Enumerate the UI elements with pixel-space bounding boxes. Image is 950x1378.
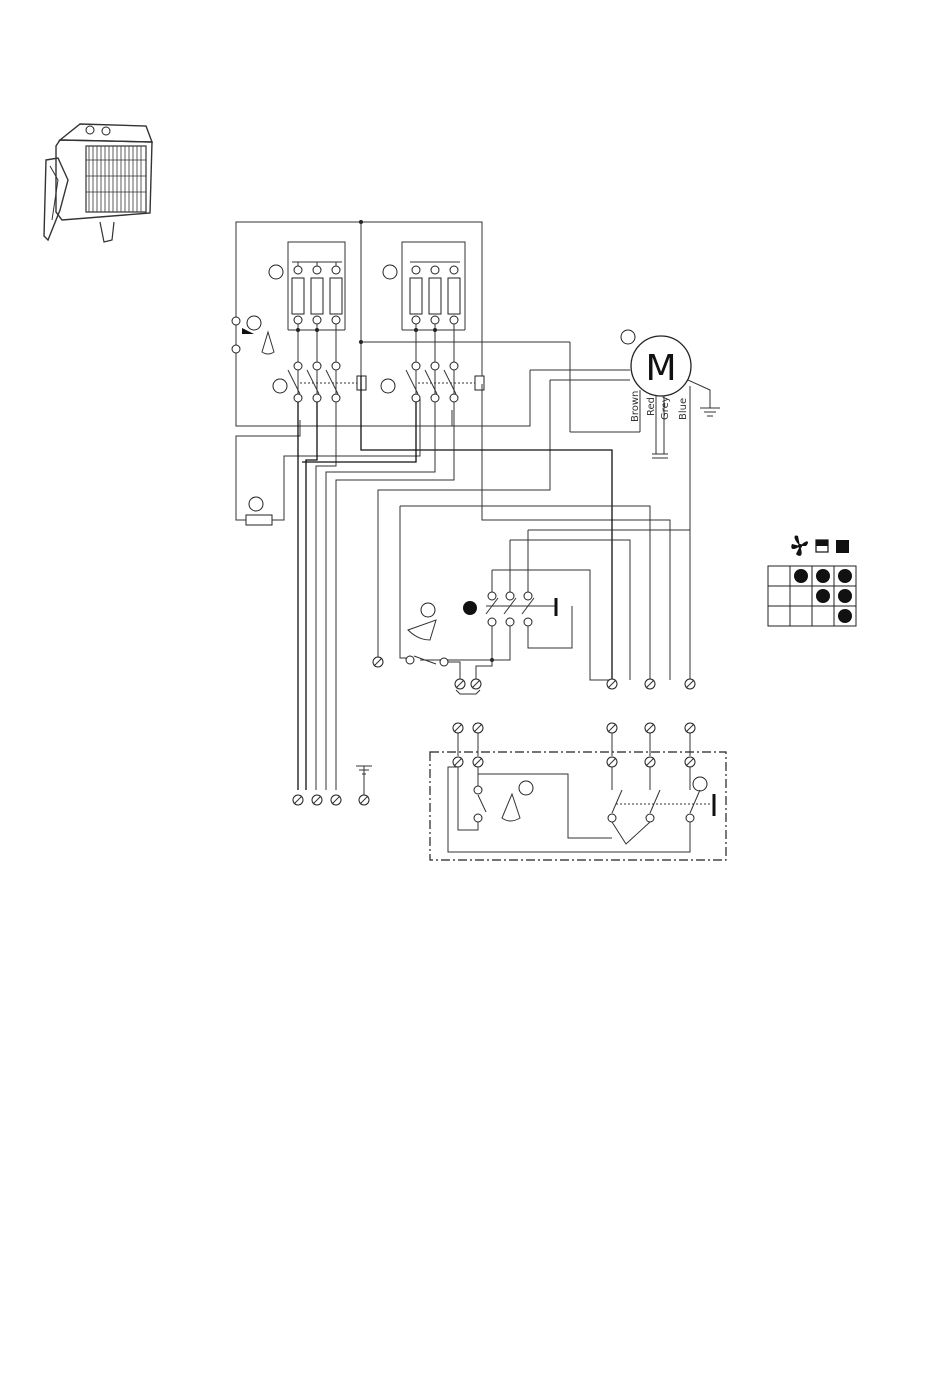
full-heat-icon <box>836 540 849 553</box>
wire-label-blue: Blue <box>678 398 689 420</box>
legend-dot <box>794 569 808 583</box>
motor-symbol: M <box>645 348 676 389</box>
remote-control-unit <box>430 723 726 860</box>
room-thermostat <box>406 603 492 680</box>
heating-element-group-1 <box>269 242 345 398</box>
main-terminal-block <box>293 766 372 805</box>
legend-dot <box>838 589 852 603</box>
wire-label-grey: Grey <box>660 396 671 420</box>
half-heat-icon <box>816 540 828 552</box>
wire-label-red: Red <box>646 397 657 416</box>
heater-illustration-icon <box>44 124 152 242</box>
resistor-label-circle <box>249 497 263 511</box>
legend-dot <box>838 609 852 623</box>
operation-legend <box>768 535 856 626</box>
heating-element-group-2 <box>383 242 465 398</box>
legend-dot <box>838 569 852 583</box>
fan-icon <box>791 535 808 555</box>
legend-dot <box>816 569 830 583</box>
contactor-1 <box>273 362 366 402</box>
fan-switch-relay <box>420 592 572 662</box>
legend-dot <box>816 589 830 603</box>
contactor-2 <box>381 362 484 402</box>
overheat-thermostat <box>232 316 274 354</box>
wire-label-brown: Brown <box>630 391 641 422</box>
control-terminal-row <box>373 657 695 694</box>
